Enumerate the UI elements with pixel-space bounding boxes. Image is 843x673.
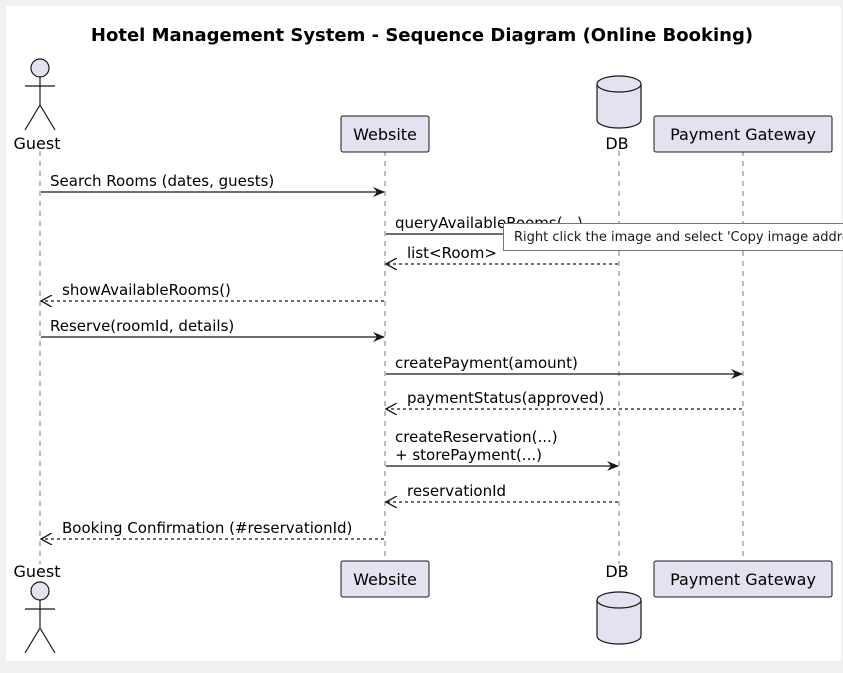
message-8: createReservation(...)+ storePayment(...…: [386, 428, 619, 471]
sequence-diagram: Hotel Management System - Sequence Diagr…: [14, 25, 833, 654]
message-10: Booking Confirmation (#reservationId): [41, 519, 384, 539]
participant-label-top: Payment Gateway: [670, 125, 816, 144]
message-4: showAvailableRooms(): [41, 281, 384, 301]
message-3: list<Room>: [386, 244, 618, 264]
database-bottom: DB: [596, 562, 642, 645]
actor-top: Guest: [14, 58, 61, 153]
message-label: showAvailableRooms(): [62, 281, 231, 299]
message-label: Booking Confirmation (#reservationId): [62, 519, 352, 537]
participant-label-bottom: DB: [605, 562, 628, 581]
diagram-title: Hotel Management System - Sequence Diagr…: [91, 25, 753, 46]
message-label: Reserve(roomId, details): [50, 317, 234, 335]
participant-gateway-top: Payment Gateway: [653, 115, 833, 153]
participant-website-bottom: Website: [340, 560, 430, 598]
message-9: reservationId: [386, 482, 618, 502]
participant-label-bottom: Website: [353, 570, 417, 589]
participant-label-bottom: Payment Gateway: [670, 570, 816, 589]
message-1: Search Rooms (dates, guests): [41, 172, 385, 197]
actor-bottom: Guest: [14, 562, 61, 654]
message-7: paymentStatus(approved): [386, 389, 742, 409]
participant-label-top: Guest: [14, 134, 61, 153]
participant-label-bottom: Guest: [14, 562, 61, 581]
participant-website-top: Website: [340, 115, 430, 153]
participant-label-top: Website: [353, 125, 417, 144]
database-top: DB: [596, 75, 642, 153]
message-label: Search Rooms (dates, guests): [50, 172, 274, 190]
diagram-canvas[interactable]: Hotel Management System - Sequence Diagr…: [6, 6, 843, 661]
message-6: createPayment(amount): [386, 354, 743, 379]
message-label: list<Room>: [407, 244, 497, 262]
message-label: reservationId: [407, 482, 506, 500]
message-label: + storePayment(...): [395, 446, 542, 464]
participant-gateway-bottom: Payment Gateway: [653, 560, 833, 598]
tooltip: Right click the image and select 'Copy i…: [503, 223, 843, 251]
participant-label-top: DB: [605, 134, 628, 153]
message-label: createPayment(amount): [395, 354, 578, 372]
message-5: Reserve(roomId, details): [41, 317, 385, 342]
message-label: createReservation(...): [395, 428, 558, 446]
message-label: paymentStatus(approved): [407, 389, 604, 407]
